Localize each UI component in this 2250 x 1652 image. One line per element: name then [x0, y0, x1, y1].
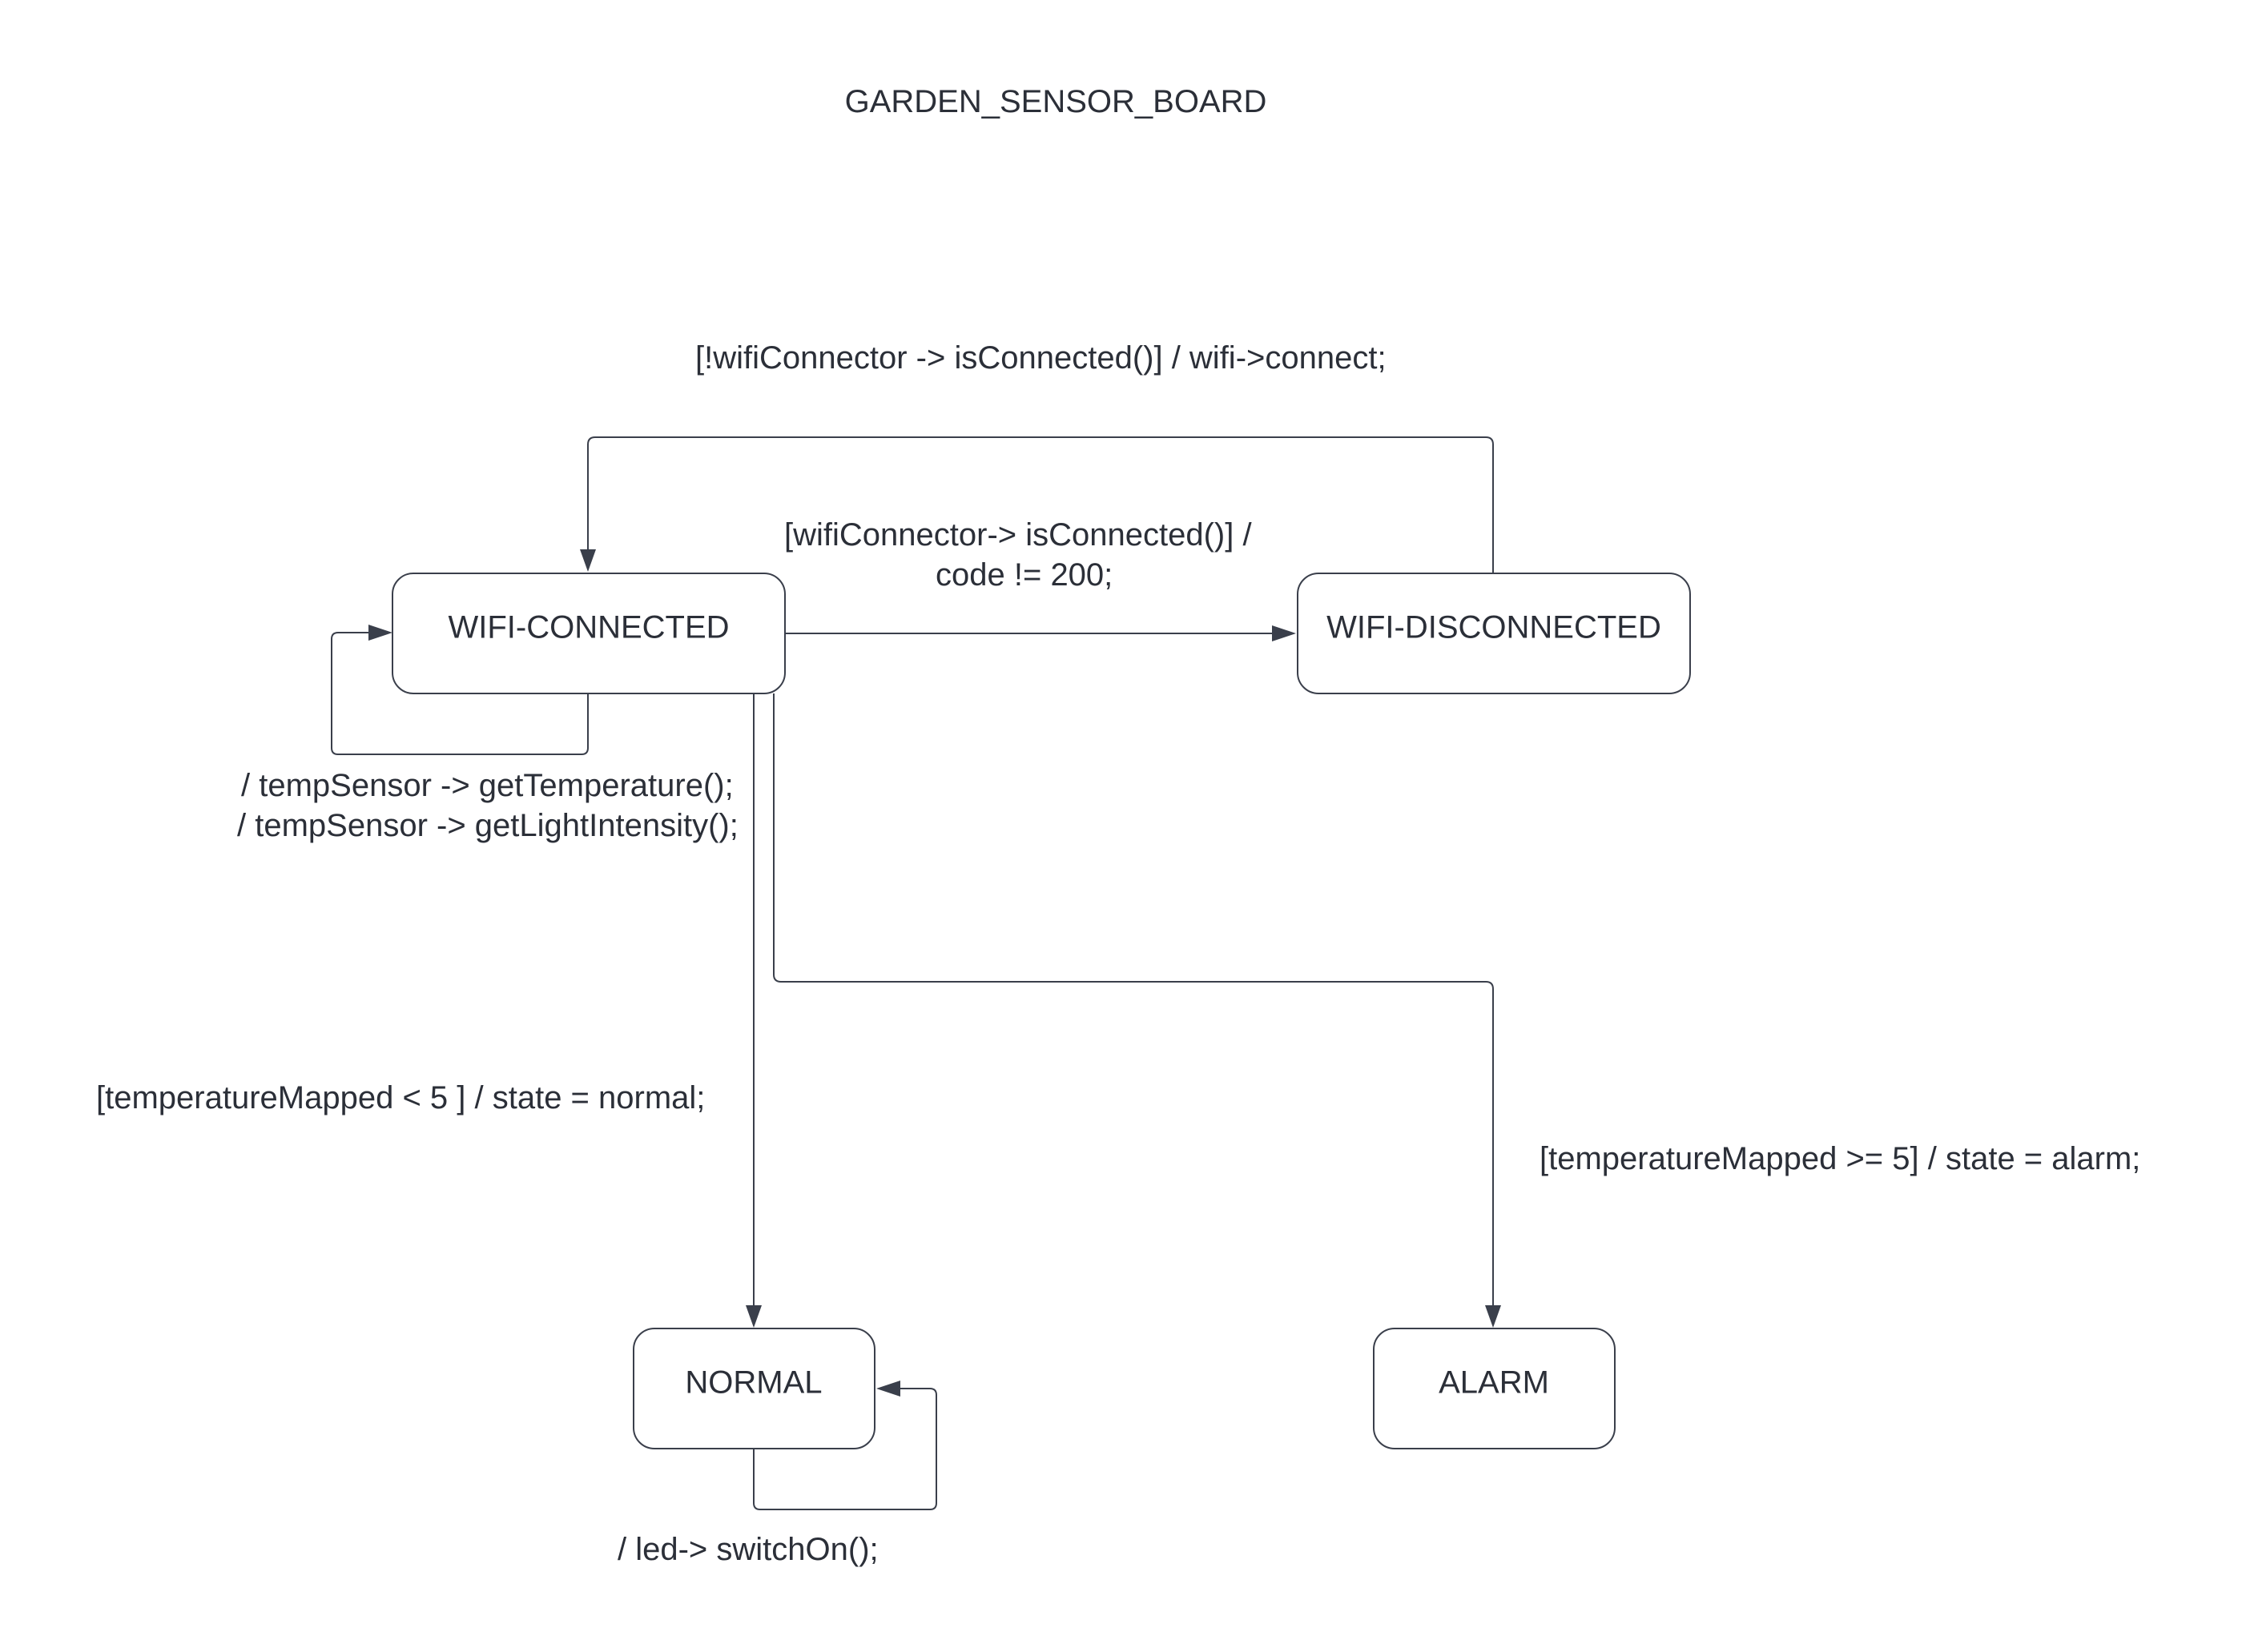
edge-sensor-self-loop	[331, 632, 589, 755]
arrowhead-led-self-loop	[876, 1381, 900, 1397]
label-sensor-self-line1: / tempSensor -> getTemperature();	[241, 768, 734, 803]
arrowhead-sensor-self-loop	[368, 625, 392, 641]
label-disconnect-line2: code != 200;	[936, 557, 1113, 593]
edge-to-alarm	[773, 693, 1494, 1307]
state-alarm-label: ALARM	[1439, 1365, 1549, 1401]
state-normal-label: NORMAL	[685, 1365, 822, 1401]
arrowhead-reconnect	[580, 549, 596, 572]
state-alarm[interactable]: ALARM	[1373, 1328, 1616, 1449]
label-disconnect-line1: [wifiConnector-> isConnected()] /	[784, 517, 1252, 553]
state-wifi-disconnected[interactable]: WIFI-DISCONNECTED	[1297, 573, 1691, 694]
edge-led-self-loop	[753, 1388, 937, 1510]
edge-reconnect	[587, 436, 1494, 573]
label-reconnect: [!wifiConnector -> isConnected()] / wifi…	[695, 340, 1387, 376]
label-sensor-self-line2: / tempSensor -> getLightIntensity();	[237, 808, 739, 843]
state-wifi-disconnected-label: WIFI-DISCONNECTED	[1326, 610, 1661, 645]
state-wifi-connected[interactable]: WIFI-CONNECTED	[392, 573, 786, 694]
state-wifi-connected-label: WIFI-CONNECTED	[448, 610, 729, 645]
arrowhead-disconnect	[1272, 625, 1296, 641]
arrowhead-to-alarm	[1485, 1305, 1501, 1328]
label-to-alarm: [temperatureMapped >= 5] / state = alarm…	[1540, 1141, 2140, 1176]
state-normal[interactable]: NORMAL	[633, 1328, 875, 1449]
label-led-self: / led-> switchOn();	[618, 1532, 879, 1567]
label-to-normal: [temperatureMapped < 5 ] / state = norma…	[96, 1080, 705, 1115]
diagram-title: GARDEN_SENSOR_BOARD	[845, 84, 1267, 119]
arrowhead-to-normal	[746, 1305, 762, 1328]
